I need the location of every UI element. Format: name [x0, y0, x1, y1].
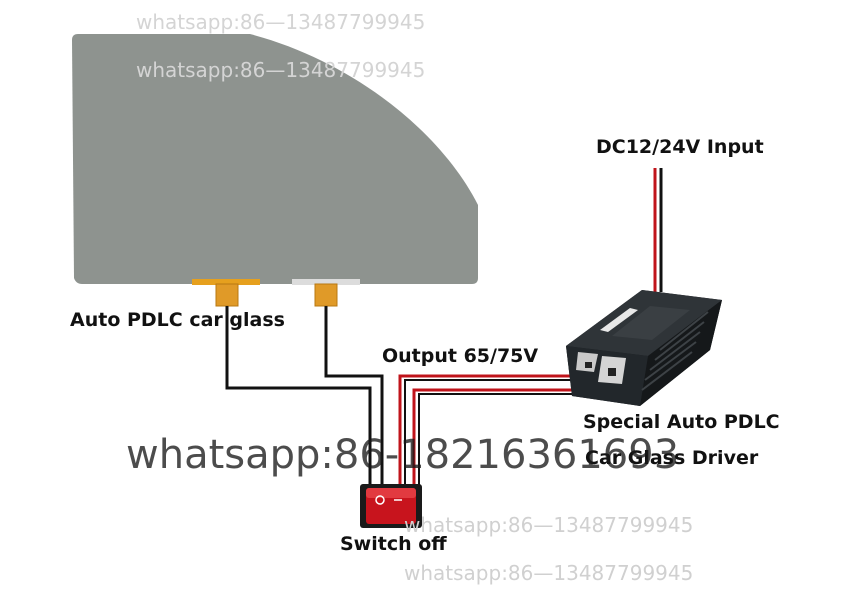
glass-connector-right-bar — [292, 279, 360, 285]
watermark-center: whatsapp:86-18216361693 — [126, 432, 679, 478]
wire-output-black-2 — [418, 393, 580, 486]
watermark-top-1: whatsapp:86—13487799945 — [136, 10, 425, 34]
wire-glass-left — [225, 306, 372, 486]
label-input: DC12/24V Input — [596, 136, 764, 158]
label-driver-line1: Special Auto PDLC — [583, 411, 780, 433]
wire-output-red-1 — [398, 374, 572, 486]
watermark-top-2: whatsapp:86—13487799945 — [136, 58, 425, 82]
glass-connector-right-pad — [314, 283, 338, 307]
rocker-switch-icon — [360, 484, 422, 528]
glass-connector-left-bar — [192, 279, 260, 285]
label-switch: Switch off — [340, 533, 447, 555]
label-glass: Auto PDLC car glass — [70, 309, 285, 331]
watermark-bottom-1: whatsapp:86—13487799945 — [404, 513, 693, 537]
label-output: Output 65/75V — [382, 345, 538, 367]
pdlc-car-glass — [72, 34, 478, 284]
watermark-bottom-2: whatsapp:86—13487799945 — [404, 561, 693, 585]
power-inverter-icon — [566, 290, 722, 406]
label-driver-line2: Car Glass Driver — [585, 447, 759, 469]
glass-connector-left-pad — [215, 283, 239, 307]
wire-output-red-2 — [412, 388, 580, 486]
wire-output-black-1 — [404, 379, 572, 486]
wire-glass-right — [324, 306, 384, 486]
